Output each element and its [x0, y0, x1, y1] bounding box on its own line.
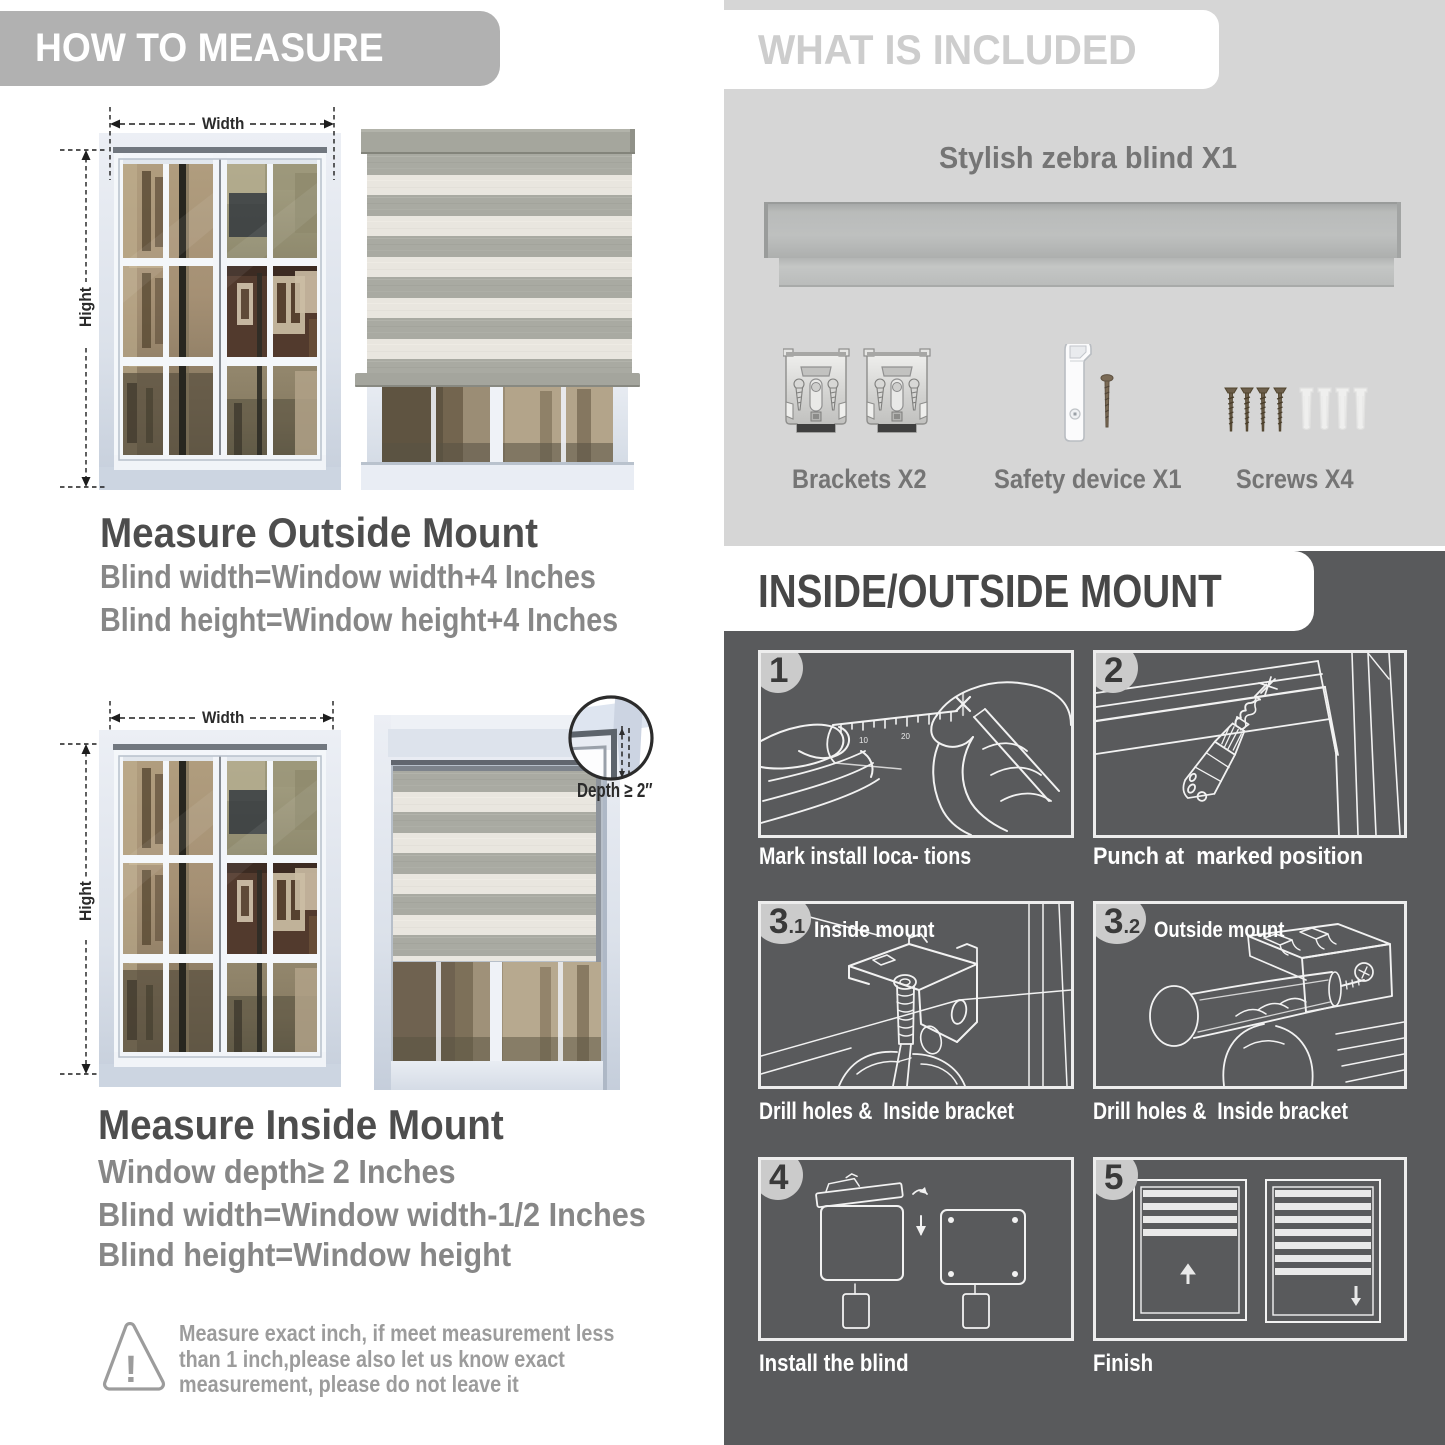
svg-text:20: 20: [901, 732, 910, 741]
svg-text:10: 10: [859, 736, 868, 745]
svg-text:!: !: [125, 1349, 138, 1391]
